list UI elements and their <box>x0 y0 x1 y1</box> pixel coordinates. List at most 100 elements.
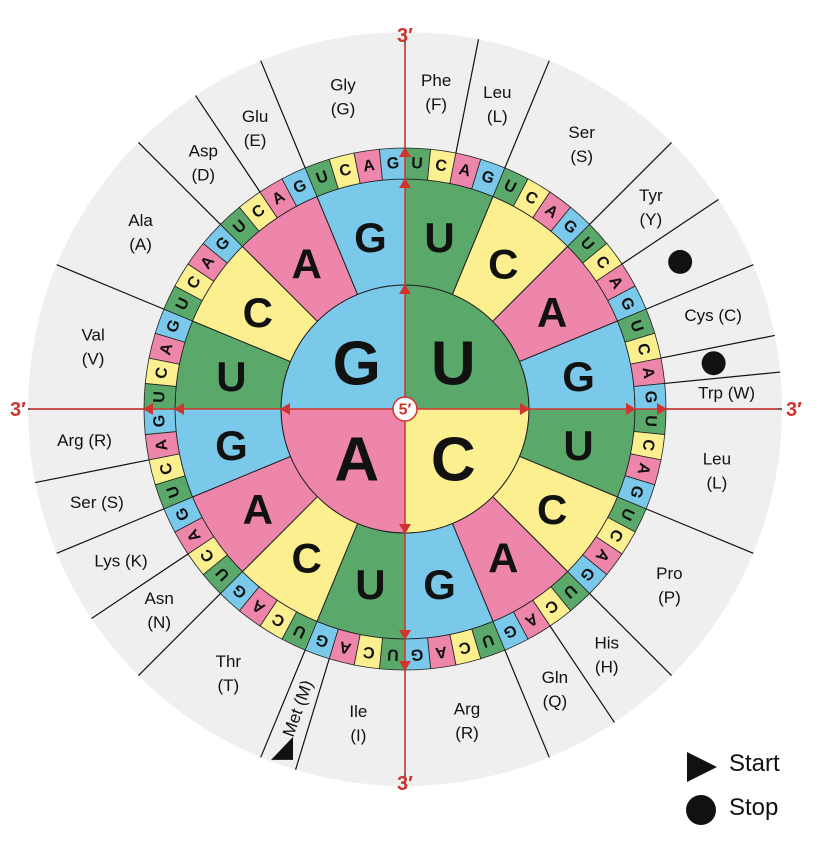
axis-end-top: 3′ <box>397 25 413 47</box>
amino-acid-label: Glu <box>242 107 268 126</box>
third-base-letter: U <box>164 483 184 500</box>
third-base-letter: G <box>479 168 496 188</box>
third-base-letter: G <box>314 630 331 650</box>
axis-arrow-up <box>399 284 411 294</box>
amino-acid-label: Ala <box>128 211 153 230</box>
start-codon-triangle <box>271 736 294 760</box>
second-base-letter: U <box>216 353 246 400</box>
legend-start-label: Start <box>729 750 780 777</box>
third-base-letter: A <box>153 438 172 452</box>
amino-acid-label: Ser (S) <box>70 493 124 512</box>
stop-codon-dot <box>701 351 726 376</box>
center-circle <box>392 396 418 422</box>
third-base-letter: G <box>626 483 646 500</box>
axis-end-bottom: 3′ <box>397 773 413 795</box>
second-base-letter: G <box>562 353 595 400</box>
amino-acid-label: Asp <box>189 142 218 161</box>
amino-acid-label: Phe <box>421 71 451 90</box>
legend-stop-label: Stop <box>729 794 779 821</box>
third-base-letter: C <box>362 643 376 662</box>
third-base-letter: C <box>639 438 658 452</box>
third-base-letter: C <box>633 342 652 358</box>
third-base-letter: A <box>157 341 176 357</box>
axis-arrow-down <box>399 661 411 671</box>
third-base-letter: C <box>157 461 176 477</box>
third-base-letter: U <box>641 415 659 427</box>
amino-acid-divider <box>260 60 306 169</box>
axis-end-right: 3′ <box>786 399 802 421</box>
amino-acid-divider <box>504 649 550 758</box>
second-base-letter: G <box>354 214 387 261</box>
amino-acid-label: Leu <box>703 450 731 469</box>
amino-acid-divider <box>56 264 165 310</box>
amino-acid-divider <box>137 593 221 677</box>
amino-acid-divider <box>645 264 754 310</box>
second-base-letter: A <box>291 240 321 287</box>
second-base-letter: G <box>423 561 456 608</box>
amino-acid-label: Ser <box>568 123 595 142</box>
axis-arrow-left <box>280 403 290 415</box>
axis-end-left: 3′ <box>10 399 26 421</box>
first-base-letter: U <box>431 329 476 398</box>
axis-arrow-up <box>399 178 411 188</box>
second-base-letter: C <box>488 240 518 287</box>
amino-acid-divider <box>664 371 781 385</box>
amino-acid-divider <box>56 508 165 554</box>
amino-acid-label: Asn <box>145 589 174 608</box>
third-base-letter: A <box>362 157 376 176</box>
amino-acid-code: (G) <box>331 100 356 119</box>
amino-acid-divider <box>294 658 330 770</box>
amino-acid-label: Arg (R) <box>57 431 112 450</box>
amino-acid-label: Thr <box>216 652 242 671</box>
third-base-letter: A <box>633 461 652 477</box>
axis-arrow-right <box>657 403 667 415</box>
axis-arrow-right <box>626 403 636 415</box>
amino-acid-divider <box>455 39 480 154</box>
amino-acid-divider <box>504 60 550 169</box>
amino-acid-divider <box>645 508 754 554</box>
amino-acid-divider <box>660 334 775 359</box>
amino-acid-code: (F) <box>425 95 447 114</box>
first-base-letter: A <box>334 426 379 495</box>
center-five-prime-label: 5′ <box>399 402 412 419</box>
third-base-letter: C <box>434 157 448 176</box>
axis-arrow-left <box>143 403 153 415</box>
amino-acid-code: (R) <box>455 723 479 742</box>
legend-start: Start <box>683 748 813 784</box>
amino-acid-divider <box>260 649 306 758</box>
amino-acid-code: (A) <box>129 235 152 254</box>
amino-acid-divider <box>195 95 261 193</box>
amino-acid-code: (N) <box>147 613 171 632</box>
amino-acid-label: Cys (C) <box>684 306 742 325</box>
second-base-letter: A <box>488 535 518 582</box>
second-base-letter: C <box>291 535 321 582</box>
amino-acid-label: His <box>594 633 619 652</box>
third-base-letter: A <box>434 643 448 662</box>
third-base-letter: U <box>411 155 423 173</box>
stop-dot-icon <box>686 795 716 825</box>
stop-codon-dot <box>668 249 693 274</box>
amino-acid-label: Lys (K) <box>94 551 147 570</box>
amino-acid-code: (S) <box>570 147 593 166</box>
axis-arrow-down <box>399 630 411 640</box>
third-base-letter: U <box>314 168 331 188</box>
third-base-letter: G <box>164 318 184 335</box>
amino-acid-label: Leu <box>483 83 511 102</box>
third-base-letter: G <box>410 645 423 663</box>
amino-acid-label: Tyr <box>639 186 663 205</box>
amino-acid-code: (E) <box>244 131 267 150</box>
amino-acid-code: (P) <box>658 588 681 607</box>
amino-acid-code: (Q) <box>543 692 568 711</box>
third-base-letter: G <box>641 390 659 403</box>
second-base-letter: U <box>355 561 385 608</box>
amino-acid-code: (D) <box>191 166 215 185</box>
amino-acid-code: (H) <box>595 657 619 676</box>
third-base-letter: C <box>338 161 354 180</box>
third-base-letter: A <box>639 366 658 380</box>
amino-acid-code: (L) <box>706 474 727 493</box>
axis-arrow-down <box>399 524 411 534</box>
amino-acid-code: (Y) <box>639 210 662 229</box>
third-base-letter: U <box>151 391 169 403</box>
third-base-letter: C <box>457 637 473 656</box>
